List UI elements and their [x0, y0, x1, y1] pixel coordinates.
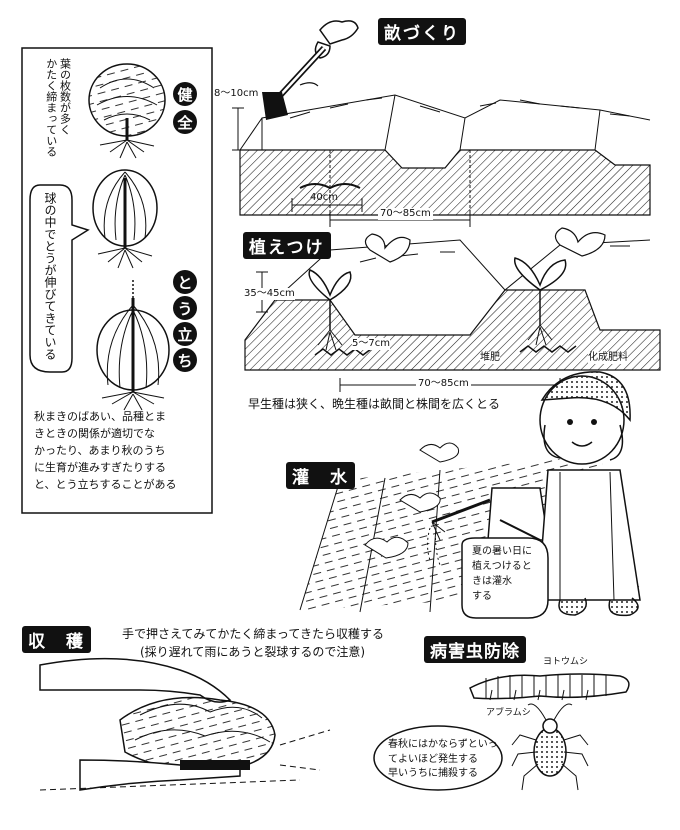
harvest-illustration: [39, 657, 331, 791]
bed-making-title: 畝づくり: [378, 18, 466, 45]
bed-spacing-label: 70～85cm: [378, 208, 433, 220]
watering-bubble-line-2: 植えつけると: [472, 561, 532, 572]
planting-hole-depth-label: 5～7cm: [352, 338, 390, 350]
explanation-line-5: と、とう立ちすることがある: [34, 478, 177, 492]
healthy-note-line-1: 葉の枚数が多く: [58, 58, 72, 135]
bolting-badge-4: ち: [173, 348, 197, 372]
healthy-badge-1: 健: [173, 82, 197, 106]
pest-illustration: [373, 673, 630, 791]
harvest-title: 収 穫: [22, 626, 91, 653]
pest-aphid-label: アブラムシ: [486, 708, 531, 718]
planting-illustration: [244, 227, 661, 392]
watering-illustration: [299, 371, 641, 619]
watering-bubble-line-4: する: [472, 591, 492, 602]
planting-bed-height-label: 35～45cm: [244, 288, 295, 300]
bolting-bubble-text: 球の中でとうが伸びてきている: [43, 192, 57, 360]
explanation-line-3: かったり、あまり秋のうち: [34, 444, 166, 458]
pest-bubble-line-1: 春秋にはかならずといっ: [388, 739, 498, 750]
planting-title: 植えつけ: [243, 232, 331, 259]
healthy-badge-2: 全: [173, 110, 197, 134]
bed-making-illustration: [232, 20, 651, 227]
explanation-line-2: きときの関係が適切でな: [34, 427, 155, 441]
healthy-note-line-2: かたく締まっている: [44, 58, 58, 157]
harvest-note-2: (採り遅れて雨にあうと裂球するので注意): [140, 645, 366, 659]
early-bolting-cabbage-illustration: [92, 169, 158, 269]
pest-armyworm-label: ヨトウムシ: [543, 657, 589, 667]
watering-bubble-line-1: 夏の暑い日に: [472, 546, 532, 557]
pest-bubble-line-2: てよいほど発生する: [388, 753, 478, 765]
explanation-line-1: 秋まきのばあい、品種とま: [34, 410, 166, 423]
bolted-cabbage-illustration: [96, 280, 170, 411]
bed-width-label: 40cm: [310, 192, 338, 203]
explanation-line-4: に生育が進みすぎたりする: [34, 461, 166, 475]
planting-spacing-label: 70～85cm: [416, 378, 471, 390]
bolting-speech-bubble: [29, 184, 90, 373]
watering-bubble-line-3: きは灌水: [472, 576, 512, 587]
pest-bubble: 春秋にはかならずといっ てよいほど発生する 早いうちに捕殺する: [388, 738, 498, 782]
bolting-panel-frame: [21, 47, 213, 514]
healthy-cabbage-illustration: [88, 63, 166, 159]
bolting-explanation: 秋まきのばあい、品種とま きときの関係が適切でな かったり、あまり秋のうち に生…: [34, 408, 177, 493]
bolting-badge-1: と: [173, 270, 197, 294]
watering-bubble: 夏の暑い日に 植えつけると きは灌水 する: [472, 544, 532, 604]
healthy-note: 葉の枚数が多く かたく締まっている: [44, 58, 72, 168]
compost-label: 堆肥: [480, 352, 500, 364]
watering-title: 灌 水: [286, 462, 355, 489]
planting-note: 早生種は狭く、晩生種は畝間と株間を広くとる: [248, 397, 501, 411]
pest-control-title: 病害虫防除: [424, 636, 526, 663]
bed-depth-label: 8～10cm: [214, 88, 259, 99]
bolting-badge-3: 立: [173, 322, 197, 346]
fertilizer-label: 化成肥料: [588, 352, 628, 364]
pest-bubble-line-3: 早いうちに捕殺する: [388, 768, 478, 779]
bolting-badge-2: う: [173, 296, 197, 320]
harvest-note-1: 手で押さえてみてかたく締まってきたら収穫する: [122, 627, 384, 641]
